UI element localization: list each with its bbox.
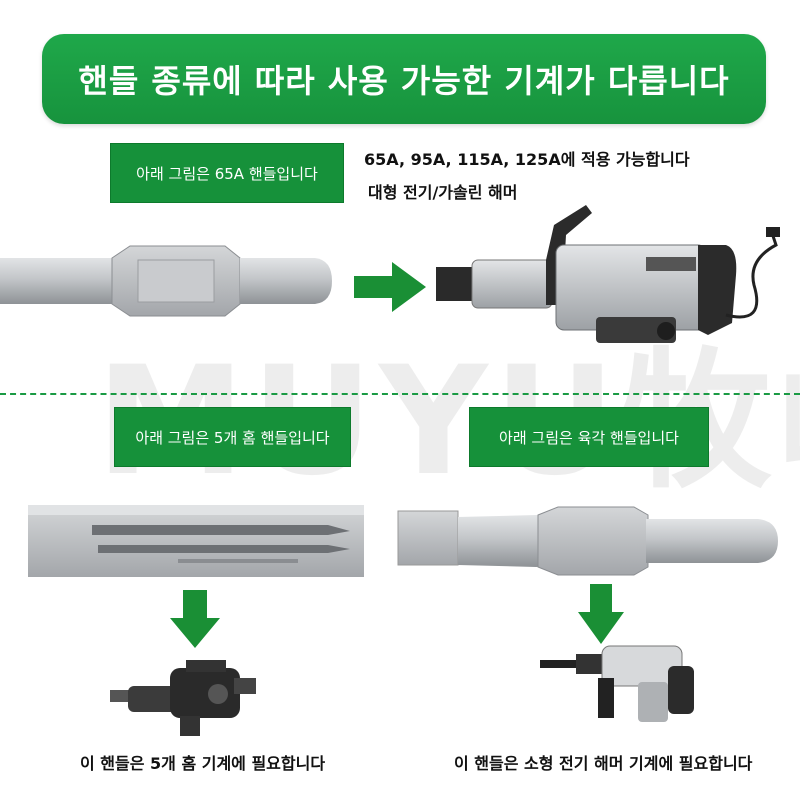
arrow-down-icon — [170, 590, 220, 648]
compat-text: 65A, 95A, 115A, 125A에 적용 가능합니다 — [364, 150, 690, 169]
shank-65a-image — [0, 245, 332, 317]
label-hex-text: 아래 그림은 육각 핸들입니다 — [499, 428, 679, 447]
gasoline-hammer-image — [110, 660, 256, 736]
top-banner: 핸들 종류에 따라 사용 가능한 기계가 다릅니다 — [42, 34, 766, 124]
demolition-hammer-image — [436, 205, 780, 343]
rotary-hammer-image — [540, 645, 694, 722]
label-5groove-handle: 아래 그림은 5개 홈 핸들입니다 — [114, 407, 351, 467]
banner-title: 핸들 종류에 따라 사용 가능한 기계가 다릅니다 — [78, 62, 730, 100]
label-65a-handle: 아래 그림은 65A 핸들입니다 — [110, 143, 344, 203]
arrow-right-icon — [354, 262, 426, 312]
section-divider — [0, 393, 800, 395]
machine-type-text: 대형 전기/가솔린 해머 — [368, 183, 518, 202]
label-65a-text: 아래 그림은 65A 핸들입니다 — [136, 164, 318, 183]
shank-hex-image — [397, 506, 778, 576]
shank-5groove-image — [28, 505, 364, 577]
caption-hex: 이 핸들은 소형 전기 해머 기계에 필요합니다 — [454, 754, 753, 773]
arrow-down-icon-hex — [578, 584, 624, 644]
label-hex-handle: 아래 그림은 육각 핸들입니다 — [469, 407, 709, 467]
caption-5groove: 이 핸들은 5개 홈 기계에 필요합니다 — [80, 754, 326, 773]
label-5groove-text: 아래 그림은 5개 홈 핸들입니다 — [135, 428, 330, 447]
